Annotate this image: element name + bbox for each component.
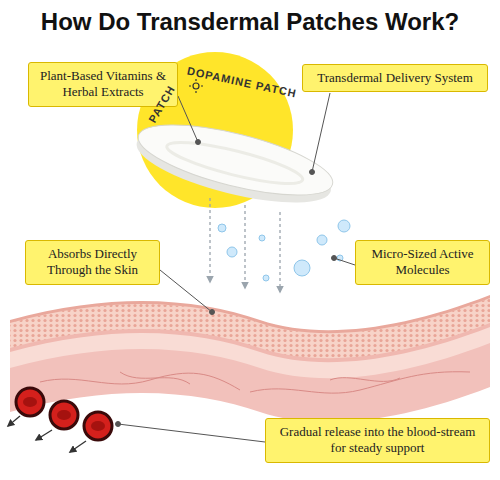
flow-arrows [8, 416, 20, 426]
skin-layers [10, 387, 490, 480]
callout-box: Plant-Based Vitamins & Herbal Extracts [28, 62, 178, 107]
flow-arrows [209, 198, 210, 282]
leader-lines [332, 256, 337, 261]
vessels [120, 372, 190, 384]
molecule-bubbles [294, 260, 310, 276]
sun-icon [189, 85, 191, 86]
molecule-bubbles [227, 247, 237, 257]
vessels [40, 372, 470, 393]
flow-arrows [210, 198, 280, 292]
leader-lines [310, 170, 315, 175]
callout-text: Micro-Sized Active Molecules [364, 246, 481, 279]
flow-arrows [244, 205, 245, 288]
molecule-bubbles [218, 220, 350, 281]
callout-text: Absorbs Directly Through the Skin [34, 246, 151, 279]
sun-icon [195, 79, 196, 81]
vessels [330, 378, 400, 382]
callout-text: Transdermal Delivery System [311, 70, 479, 86]
vessels [250, 372, 470, 393]
leader-lines [312, 93, 330, 172]
patch-pad [164, 134, 306, 191]
flow-arrows [279, 212, 280, 292]
blood-cells [23, 397, 37, 407]
callout-text: Plant-Based Vitamins & Herbal Extracts [37, 68, 169, 101]
molecule-bubbles [218, 224, 226, 232]
skin-layers [10, 295, 490, 480]
blood-cells [91, 421, 105, 431]
sun-icon [195, 91, 196, 93]
molecule-bubbles [317, 235, 327, 245]
blood-cells [50, 401, 78, 429]
patch-pad [130, 111, 339, 218]
leader-lines [118, 424, 265, 442]
leader-lines [334, 258, 355, 265]
callout-box: Transdermal Delivery System [302, 64, 488, 92]
sun-icon [189, 79, 203, 93]
leader-lines [116, 422, 121, 427]
blood-cells [57, 410, 71, 420]
blood-cells [84, 412, 112, 440]
patch-label: DOPAMINE PATCH [186, 65, 298, 100]
sun-icon [201, 85, 203, 86]
blood-cells [16, 388, 44, 416]
leader-lines [160, 270, 212, 312]
molecule-bubbles [338, 220, 350, 232]
molecule-bubbles [259, 235, 265, 241]
title: How Do Transdermal Patches Work? [41, 8, 459, 35]
sun-icon [193, 83, 199, 89]
callout-box: Micro-Sized Active Molecules [355, 240, 490, 285]
leader-lines [210, 310, 215, 315]
flow-arrows [8, 416, 86, 452]
molecule-bubbles [263, 275, 269, 281]
callout-box: Gradual release into the blood-stream fo… [265, 418, 490, 463]
callout-text: Gradual release into the blood-stream fo… [274, 424, 481, 457]
flow-arrows [70, 441, 86, 452]
vessels [40, 373, 240, 390]
patch-pad [132, 111, 339, 210]
flow-arrows [36, 430, 52, 440]
callout-box: Absorbs Directly Through the Skin [25, 240, 160, 285]
title-bar: How Do Transdermal Patches Work? [0, 8, 500, 36]
leader-lines [178, 96, 198, 142]
blood-cells [8, 388, 112, 452]
leader-lines [196, 140, 201, 145]
